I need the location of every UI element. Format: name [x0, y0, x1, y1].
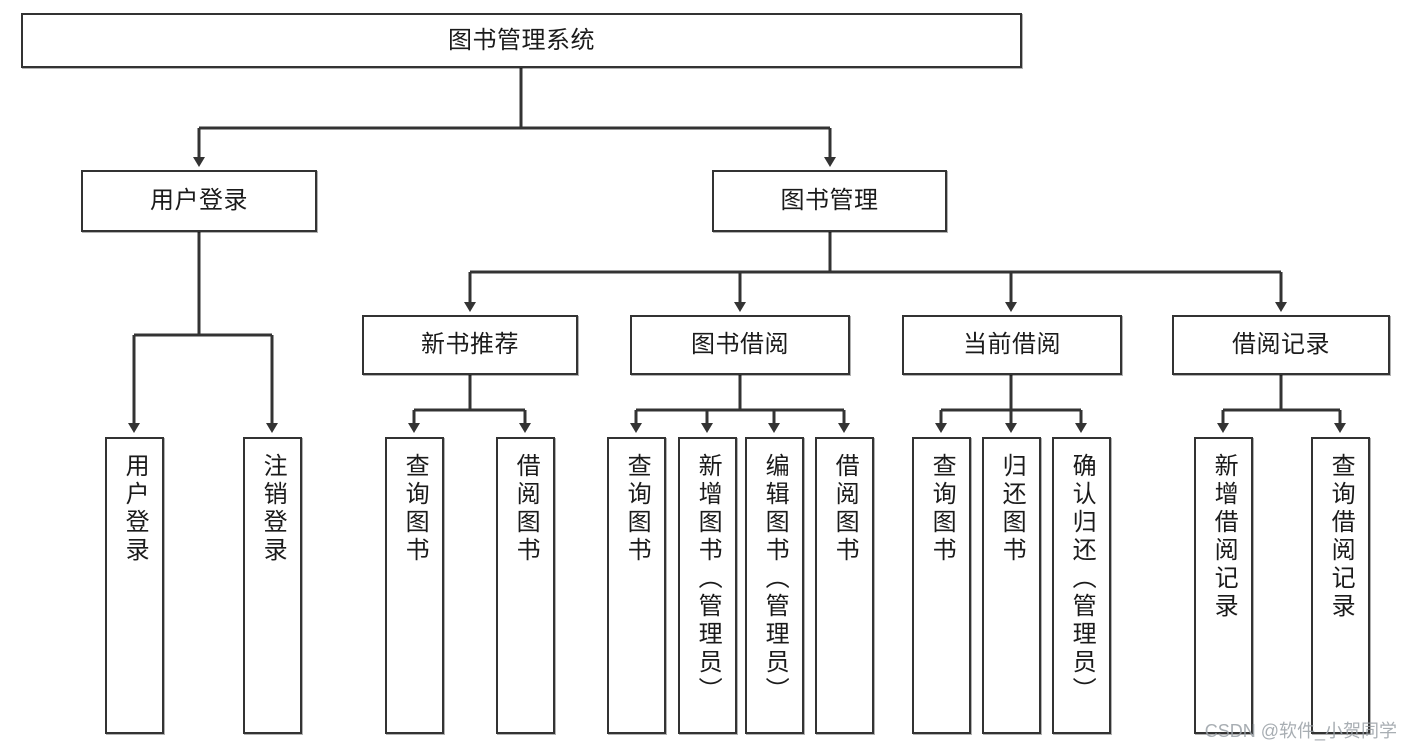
- leaf-new-book-borrow[interactable]: 借阅图书: [496, 437, 555, 734]
- node-root-label: 图书管理系统: [448, 26, 595, 54]
- node-new-book-recommend[interactable]: 新书推荐: [362, 315, 578, 375]
- node-borrow-record-label: 借阅记录: [1232, 331, 1330, 359]
- leaf-borrow-query-book[interactable]: 查询图书: [607, 437, 666, 734]
- leaf-borrow-book-label: 借阅图书: [831, 453, 859, 565]
- leaf-add-borrow-record[interactable]: 新增借阅记录: [1194, 437, 1253, 734]
- leaf-borrow-query-book-label: 查询图书: [623, 453, 651, 565]
- node-current-borrow-label: 当前借阅: [963, 331, 1061, 359]
- node-root[interactable]: 图书管理系统: [21, 13, 1022, 68]
- leaf-return-book[interactable]: 归还图书: [982, 437, 1041, 734]
- leaf-query-borrow-record-label: 查询借阅记录: [1327, 453, 1355, 621]
- leaf-confirm-return-admin-label: 确认归还（管理员）: [1068, 453, 1096, 705]
- leaf-new-book-query[interactable]: 查询图书: [385, 437, 444, 734]
- leaf-add-borrow-record-label: 新增借阅记录: [1210, 453, 1238, 621]
- leaf-borrow-book[interactable]: 借阅图书: [815, 437, 874, 734]
- leaf-edit-book-admin[interactable]: 编辑图书（管理员）: [745, 437, 804, 734]
- leaf-user-login-label: 用户登录: [121, 453, 149, 565]
- leaf-return-book-label: 归还图书: [998, 453, 1026, 565]
- node-book-borrow-label: 图书借阅: [691, 331, 789, 359]
- leaf-user-login[interactable]: 用户登录: [105, 437, 164, 734]
- csdn-watermark: CSDN @软件_小贺同学: [1204, 721, 1397, 741]
- node-user-login[interactable]: 用户登录: [81, 170, 317, 232]
- leaf-add-book-admin-label: 新增图书（管理员）: [694, 453, 722, 705]
- leaf-query-borrow-record[interactable]: 查询借阅记录: [1311, 437, 1370, 734]
- leaf-current-query-book-label: 查询图书: [928, 453, 956, 565]
- leaf-edit-book-admin-label: 编辑图书（管理员）: [761, 453, 789, 705]
- leaf-new-book-query-label: 查询图书: [401, 453, 429, 565]
- node-book-borrow[interactable]: 图书借阅: [630, 315, 850, 375]
- node-book-management[interactable]: 图书管理: [712, 170, 947, 232]
- node-new-book-recommend-label: 新书推荐: [421, 331, 519, 359]
- leaf-logout-label: 注销登录: [259, 453, 287, 565]
- node-current-borrow[interactable]: 当前借阅: [902, 315, 1122, 375]
- leaf-logout[interactable]: 注销登录: [243, 437, 302, 734]
- leaf-new-book-borrow-label: 借阅图书: [512, 453, 540, 565]
- node-book-management-label: 图书管理: [780, 187, 879, 215]
- node-user-login-label: 用户登录: [150, 187, 248, 215]
- node-borrow-record[interactable]: 借阅记录: [1172, 315, 1390, 375]
- leaf-current-query-book[interactable]: 查询图书: [912, 437, 971, 734]
- leaf-add-book-admin[interactable]: 新增图书（管理员）: [678, 437, 737, 734]
- leaf-confirm-return-admin[interactable]: 确认归还（管理员）: [1052, 437, 1111, 734]
